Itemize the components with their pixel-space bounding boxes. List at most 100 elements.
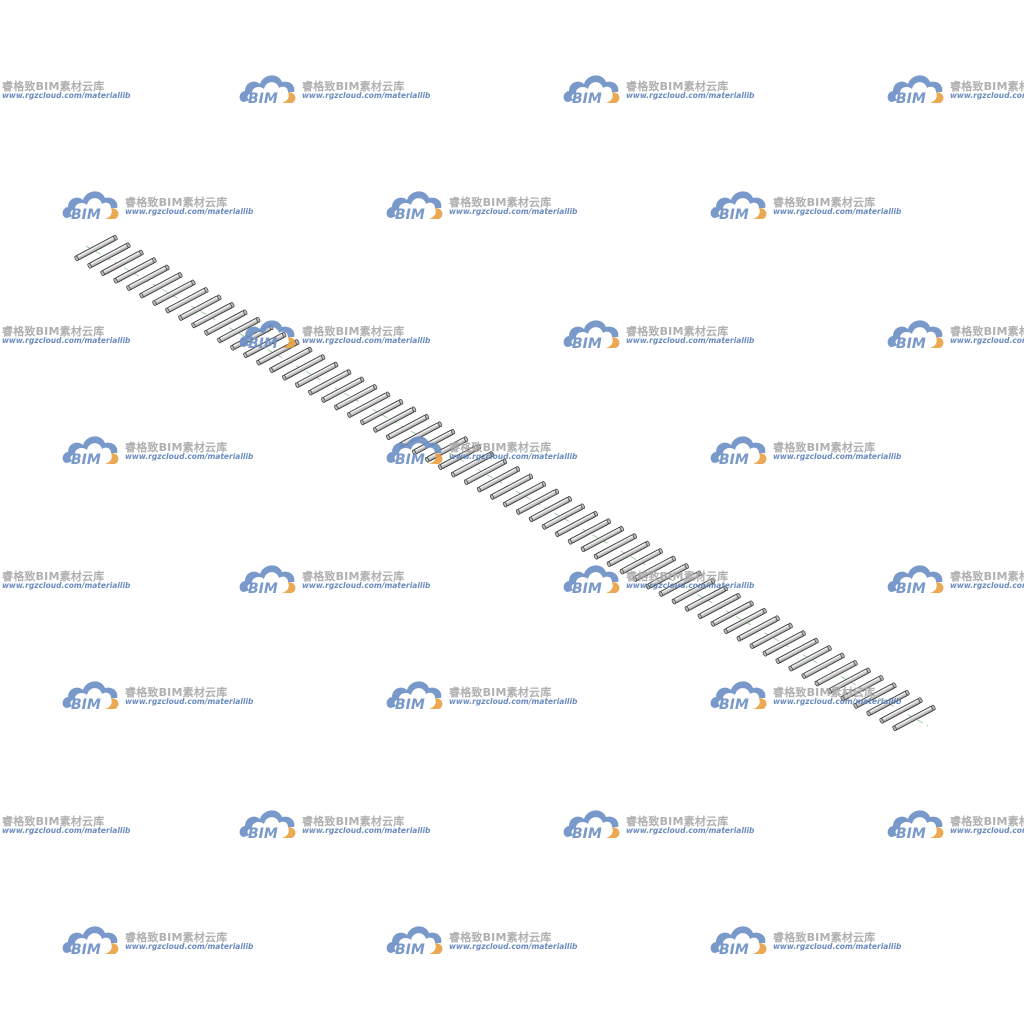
rod-element[interactable] <box>438 443 482 471</box>
rod-end-cap-right <box>879 675 884 681</box>
rod-end-cap-left <box>567 539 573 545</box>
rod-highlight <box>791 647 828 668</box>
rod-end-cap-left <box>710 621 715 627</box>
rod-element[interactable] <box>788 645 832 672</box>
rod-end-cap-right <box>658 548 663 554</box>
rod-element[interactable] <box>879 697 923 724</box>
rod-element[interactable] <box>658 570 702 597</box>
rod-end-cap-right <box>866 667 871 674</box>
rod-element[interactable] <box>827 667 871 694</box>
rod-element[interactable] <box>87 242 131 269</box>
rod-end-cap-right <box>502 458 508 465</box>
rod-element[interactable] <box>191 302 235 329</box>
rod-element[interactable] <box>502 481 547 508</box>
rod-end-cap-right <box>243 309 248 316</box>
rod-element[interactable] <box>593 533 638 560</box>
rod-end-cap-right <box>671 555 676 562</box>
rod-end-cap-left <box>463 479 469 485</box>
rod-element[interactable] <box>476 466 521 493</box>
rod-element[interactable] <box>74 234 118 262</box>
rod-element[interactable] <box>360 399 404 426</box>
rod-end-cap-left <box>866 710 871 717</box>
rod-element[interactable] <box>489 473 534 500</box>
rod-element[interactable] <box>308 369 352 396</box>
rod-element[interactable] <box>100 249 144 277</box>
rod-element[interactable] <box>723 607 767 635</box>
rod-end-cap-right <box>593 510 598 517</box>
rod-element[interactable] <box>334 384 378 411</box>
rod-element[interactable] <box>554 510 599 538</box>
rod-element[interactable] <box>450 451 495 478</box>
rod-element[interactable] <box>840 675 884 702</box>
rod-end-cap-left <box>840 695 845 702</box>
rod-end-cap-left <box>788 665 793 672</box>
rod-element[interactable] <box>736 615 780 642</box>
rod-element[interactable] <box>152 279 196 307</box>
rod-end-cap-right <box>139 249 144 256</box>
rod-end-cap-right <box>580 503 585 510</box>
rod-element[interactable] <box>775 637 819 665</box>
rod-element[interactable] <box>814 660 858 687</box>
rod-element[interactable] <box>463 458 508 486</box>
rod-end-cap-right <box>723 585 728 592</box>
rod-element[interactable] <box>632 555 676 583</box>
rod-element[interactable] <box>282 354 326 381</box>
rod-highlight <box>609 543 646 563</box>
rod-end-cap-right <box>697 570 702 577</box>
rod-element[interactable] <box>139 272 183 299</box>
rod-element[interactable] <box>295 361 339 389</box>
rod-end-cap-left <box>723 628 728 635</box>
rod-element[interactable] <box>165 287 209 314</box>
rod-element[interactable] <box>580 525 625 553</box>
rod-end-cap-right <box>126 242 131 248</box>
rod-end-cap-right <box>619 525 624 532</box>
rod-end-cap-right <box>165 264 170 271</box>
rod-element[interactable] <box>801 652 845 680</box>
rod-element[interactable] <box>606 540 650 568</box>
rod-end-cap-left <box>360 419 365 426</box>
rod-end-cap-left <box>554 531 560 538</box>
rod-element[interactable] <box>762 630 806 657</box>
rod-element[interactable] <box>619 548 663 575</box>
rod-highlight <box>77 237 114 257</box>
rod-end-cap-right <box>515 466 521 472</box>
rod-element[interactable] <box>113 257 157 284</box>
rod-element[interactable] <box>567 518 612 545</box>
rod-element[interactable] <box>866 690 910 717</box>
rod-element[interactable] <box>178 294 222 321</box>
rod-element[interactable] <box>126 264 170 292</box>
rod-end-cap-right <box>424 413 430 420</box>
rod-end-cap-left <box>126 285 131 291</box>
rod-element[interactable] <box>892 704 936 732</box>
rod-highlight <box>103 252 140 272</box>
rod-element[interactable] <box>749 622 793 650</box>
rod-highlight <box>454 453 490 474</box>
rod-element[interactable] <box>541 503 586 530</box>
rod-end-cap-right <box>373 384 378 390</box>
rod-end-cap-left <box>658 591 663 597</box>
rod-highlight <box>648 565 685 586</box>
rod-element[interactable] <box>671 578 715 605</box>
rod-element[interactable] <box>684 585 728 612</box>
rod-highlight <box>843 677 880 698</box>
rod-element[interactable] <box>710 600 754 627</box>
rod-highlight <box>298 364 335 384</box>
rod-end-cap-left <box>178 315 183 321</box>
rod-element[interactable] <box>515 488 560 515</box>
rod-element[interactable] <box>373 406 417 433</box>
rod-element[interactable] <box>528 496 573 523</box>
rod-element[interactable] <box>269 346 313 374</box>
rod-end-cap-right <box>736 593 741 599</box>
rod-end-cap-right <box>762 607 767 614</box>
rod-end-cap-left <box>230 345 235 351</box>
rod-element[interactable] <box>321 376 365 403</box>
rod-element[interactable] <box>645 563 689 590</box>
rod-element[interactable] <box>853 682 897 709</box>
rod-element[interactable] <box>347 391 391 418</box>
rod-end-cap-left <box>373 427 378 433</box>
rod-end-cap-left <box>684 606 689 612</box>
rod-end-cap-left <box>593 553 599 560</box>
rod-element[interactable] <box>697 593 741 620</box>
rod-element[interactable] <box>204 309 248 336</box>
